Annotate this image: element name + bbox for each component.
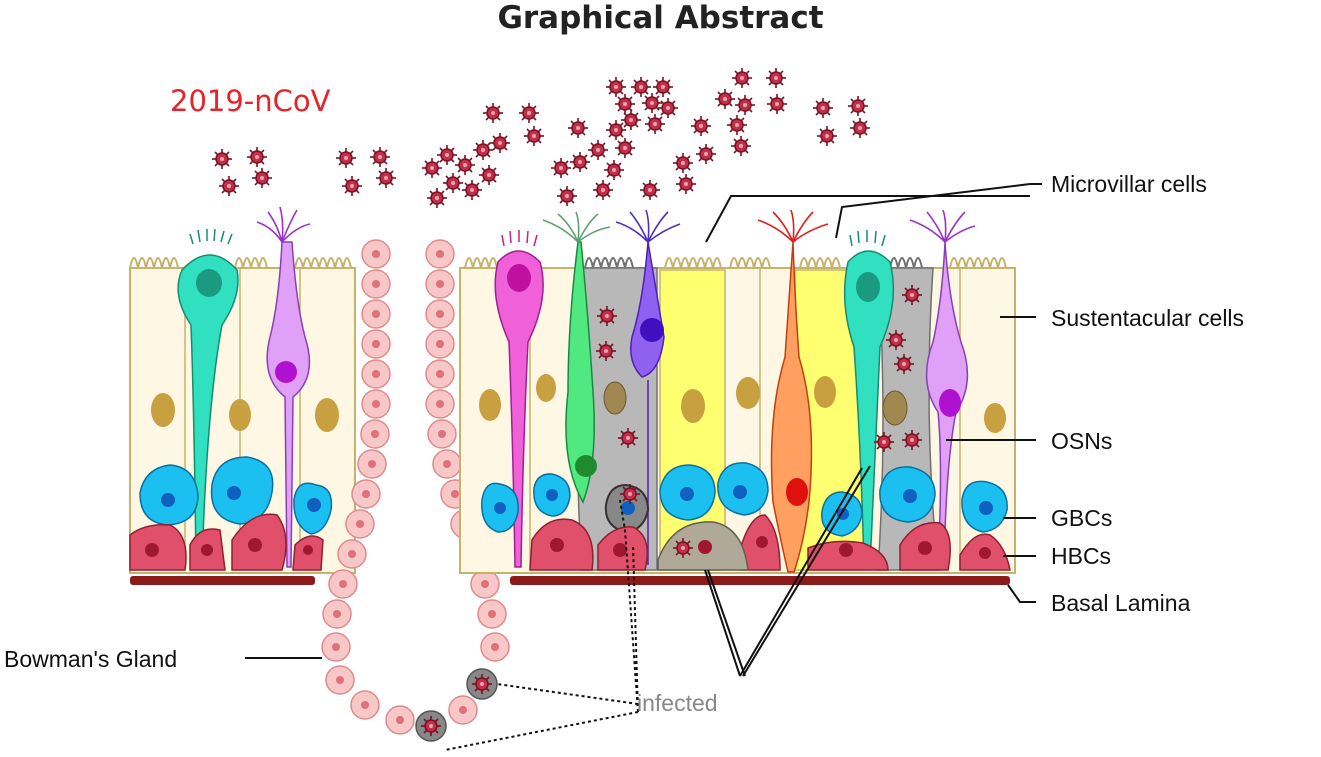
left-epithelium xyxy=(129,206,356,574)
label-hbcs: HBCs xyxy=(1051,543,1112,569)
label-infected: infected xyxy=(637,690,718,716)
infected-arrow-lines xyxy=(704,465,871,677)
infected-pointer-lines xyxy=(444,499,639,751)
label-leader-lines xyxy=(245,183,1042,659)
virus-label: 2019-nCoV xyxy=(170,84,331,118)
label-sustentacular-cells: Sustentacular cells xyxy=(1051,305,1245,331)
right-epithelium xyxy=(459,209,1016,574)
label-microvillar-cells: Microvillar cells xyxy=(1051,171,1207,197)
virus-particles xyxy=(211,67,871,209)
label-basal-lamina: Basal Lamina xyxy=(1051,590,1191,616)
label-bowmans-gland: Bowman's Gland xyxy=(4,646,178,672)
figure-title: Graphical Abstract xyxy=(497,0,824,36)
label-gbcs: GBCs xyxy=(1051,505,1113,531)
basal-lamina xyxy=(130,576,1010,585)
label-osns: OSNs xyxy=(1051,428,1113,454)
